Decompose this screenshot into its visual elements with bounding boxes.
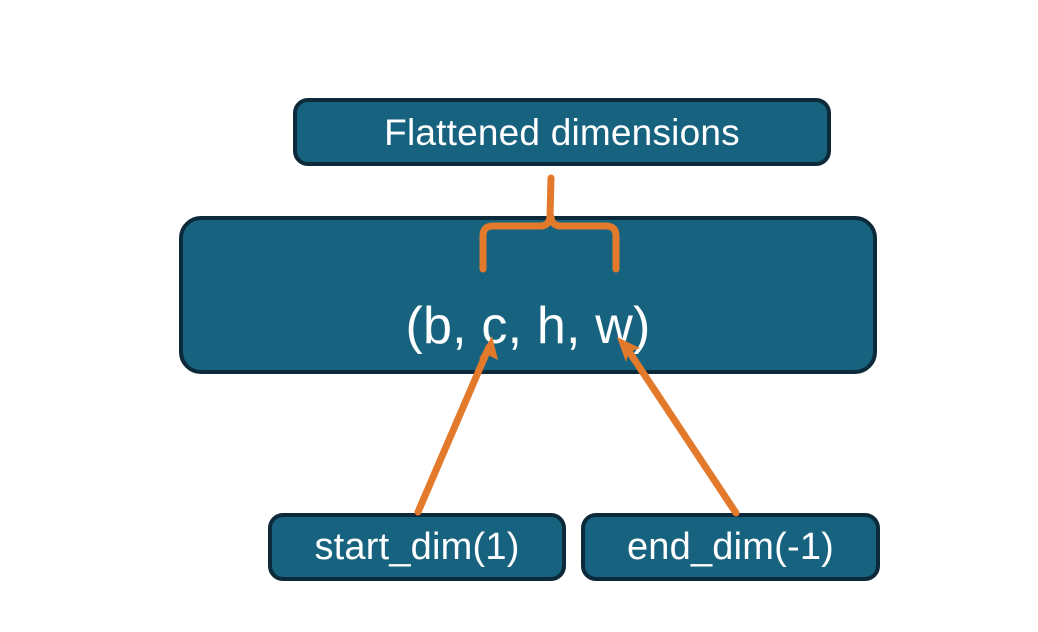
shape-tuple-label: (b, c, h, w) bbox=[405, 297, 651, 355]
flattened-dimensions-label: Flattened dimensions bbox=[384, 111, 740, 153]
flattened-dimensions-node[interactable]: Flattened dimensions bbox=[293, 98, 831, 166]
start-dim-node[interactable]: start_dim(1) bbox=[268, 513, 566, 581]
end-dim-node[interactable]: end_dim(-1) bbox=[581, 513, 880, 581]
end-dim-label: end_dim(-1) bbox=[626, 526, 835, 568]
shape-tuple-node[interactable]: (b, c, h, w) bbox=[179, 216, 877, 374]
start-dim-label: start_dim(1) bbox=[314, 526, 520, 568]
